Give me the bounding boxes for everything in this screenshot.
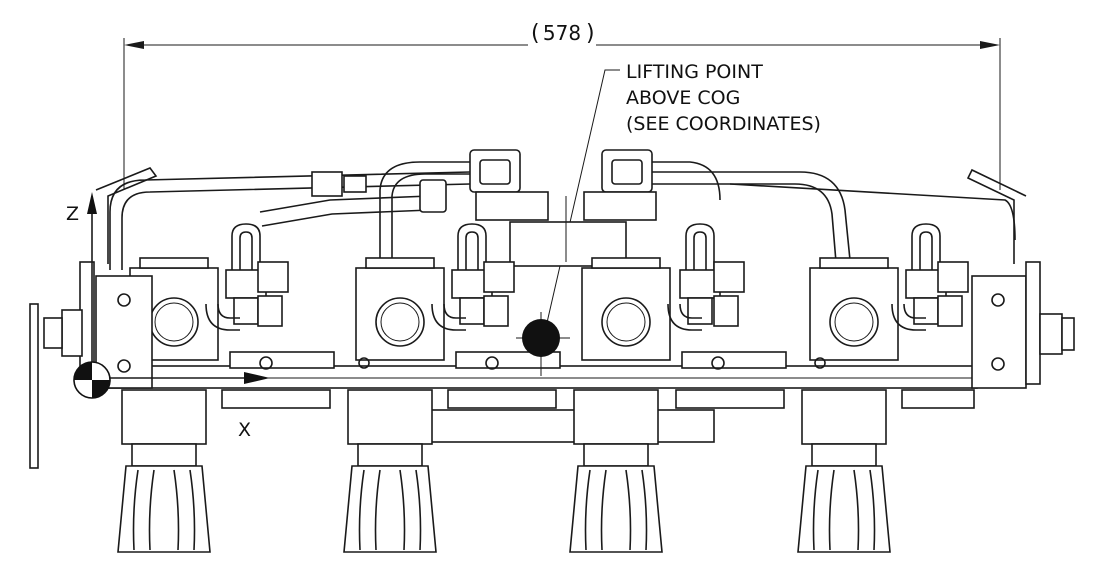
dimension-value: 578: [543, 21, 581, 45]
end-plate-right: [966, 168, 1075, 389]
coordinate-axes: Z X: [66, 192, 270, 441]
callout-line-3: (SEE COORDINATES): [626, 113, 821, 135]
center-block-left: [475, 191, 549, 221]
x-axis-arrow-icon: [244, 372, 270, 384]
center-block-right: [583, 191, 657, 221]
base-rail: [91, 365, 978, 389]
valve-block: [355, 257, 445, 361]
dimension-arrow-right: [980, 41, 1000, 49]
top-pipework: [109, 149, 1016, 270]
svg-text:(: (: [531, 21, 540, 46]
origin-symbol: [73, 361, 111, 399]
lower-plate: [429, 409, 715, 443]
callout-line-1: LIFTING POINT: [626, 61, 763, 83]
valve-block: [581, 257, 671, 361]
lifting-point-callout: LIFTING POINT ABOVE COG (SEE COORDINATES…: [542, 61, 821, 341]
regulator-knob: [343, 389, 437, 553]
base-frame: [91, 365, 978, 443]
pipe-fitting: [311, 171, 343, 197]
regulator-knob: [117, 389, 211, 553]
cog-marker: [516, 312, 570, 376]
elbow-fittings: [205, 261, 969, 331]
svg-text:): ): [586, 21, 595, 46]
hinge-bar: [29, 303, 39, 469]
z-axis-label: Z: [66, 203, 79, 225]
valve-blocks: [129, 257, 899, 361]
overall-dimension: ( 578 ): [123, 21, 1001, 190]
z-axis-arrow-icon: [87, 192, 97, 214]
regulator-knobs: [117, 389, 891, 553]
regulator-knob: [797, 389, 891, 553]
x-axis-label: X: [238, 419, 251, 441]
regulator-knob: [569, 389, 663, 553]
valve-block: [809, 257, 899, 361]
callout-line-2: ABOVE COG: [626, 87, 740, 109]
dimension-arrow-left: [124, 41, 144, 49]
cog-dot-icon: [522, 319, 560, 357]
base-clamps: [229, 351, 826, 370]
